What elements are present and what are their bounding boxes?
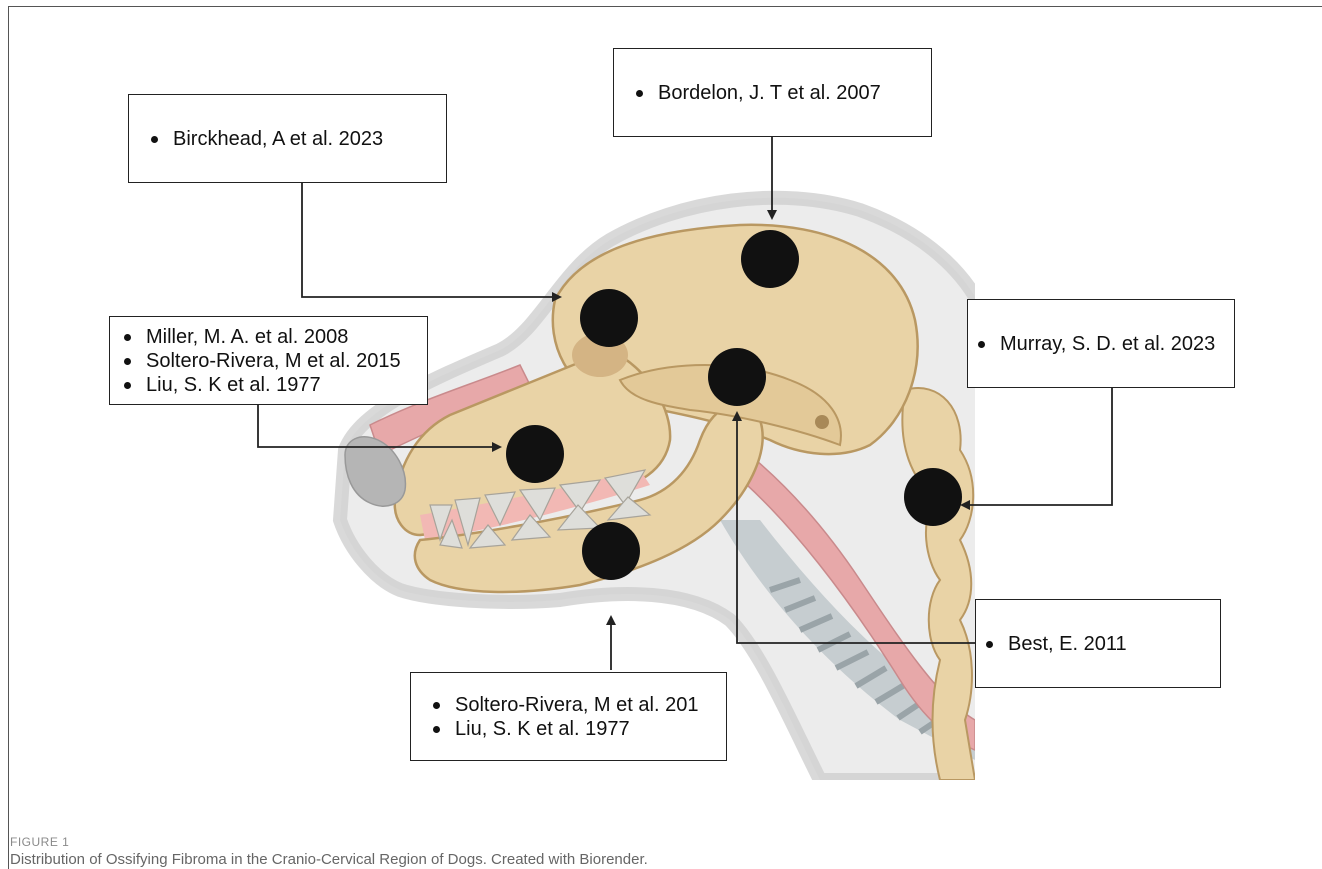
arrow-birckhead (302, 183, 560, 297)
callout-soltero: Soltero-Rivera, M et al. 201 Liu, S. K e… (410, 672, 727, 761)
lesion-marker-maxilla (506, 425, 564, 483)
reference-item: Birckhead, A et al. 2023 (151, 127, 432, 151)
reference-item: Liu, S. K et al. 1977 (433, 717, 712, 741)
figure-caption: Distribution of Ossifying Fibroma in the… (10, 851, 648, 868)
figure-label: FIGURE 1 (10, 835, 69, 849)
callout-best: Best, E. 2011 (975, 599, 1221, 688)
reference-item: Soltero-Rivera, M et al. 201 (433, 693, 712, 717)
callout-birckhead: Birckhead, A et al. 2023 (128, 94, 447, 183)
reference-item: Murray, S. D. et al. 2023 (978, 332, 1228, 356)
reference-item: Bordelon, J. T et al. 2007 (636, 81, 917, 105)
lesion-marker-cranial-vault (741, 230, 799, 288)
ear-canal (815, 415, 829, 429)
lesion-marker-frontal (580, 289, 638, 347)
arrow-murray (962, 388, 1112, 505)
reference-item: Liu, S. K et al. 1977 (124, 373, 413, 397)
lesion-marker-mandible (582, 522, 640, 580)
lesion-marker-temporal (708, 348, 766, 406)
reference-item: Best, E. 2011 (986, 632, 1206, 656)
lesion-marker-cervical (904, 468, 962, 526)
callout-bordelon: Bordelon, J. T et al. 2007 (613, 48, 932, 137)
callout-miller: Miller, M. A. et al. 2008 Soltero-Rivera… (109, 316, 428, 405)
callout-murray: Murray, S. D. et al. 2023 (967, 299, 1235, 388)
reference-item: Soltero-Rivera, M et al. 2015 (124, 349, 413, 373)
reference-item: Miller, M. A. et al. 2008 (124, 325, 413, 349)
